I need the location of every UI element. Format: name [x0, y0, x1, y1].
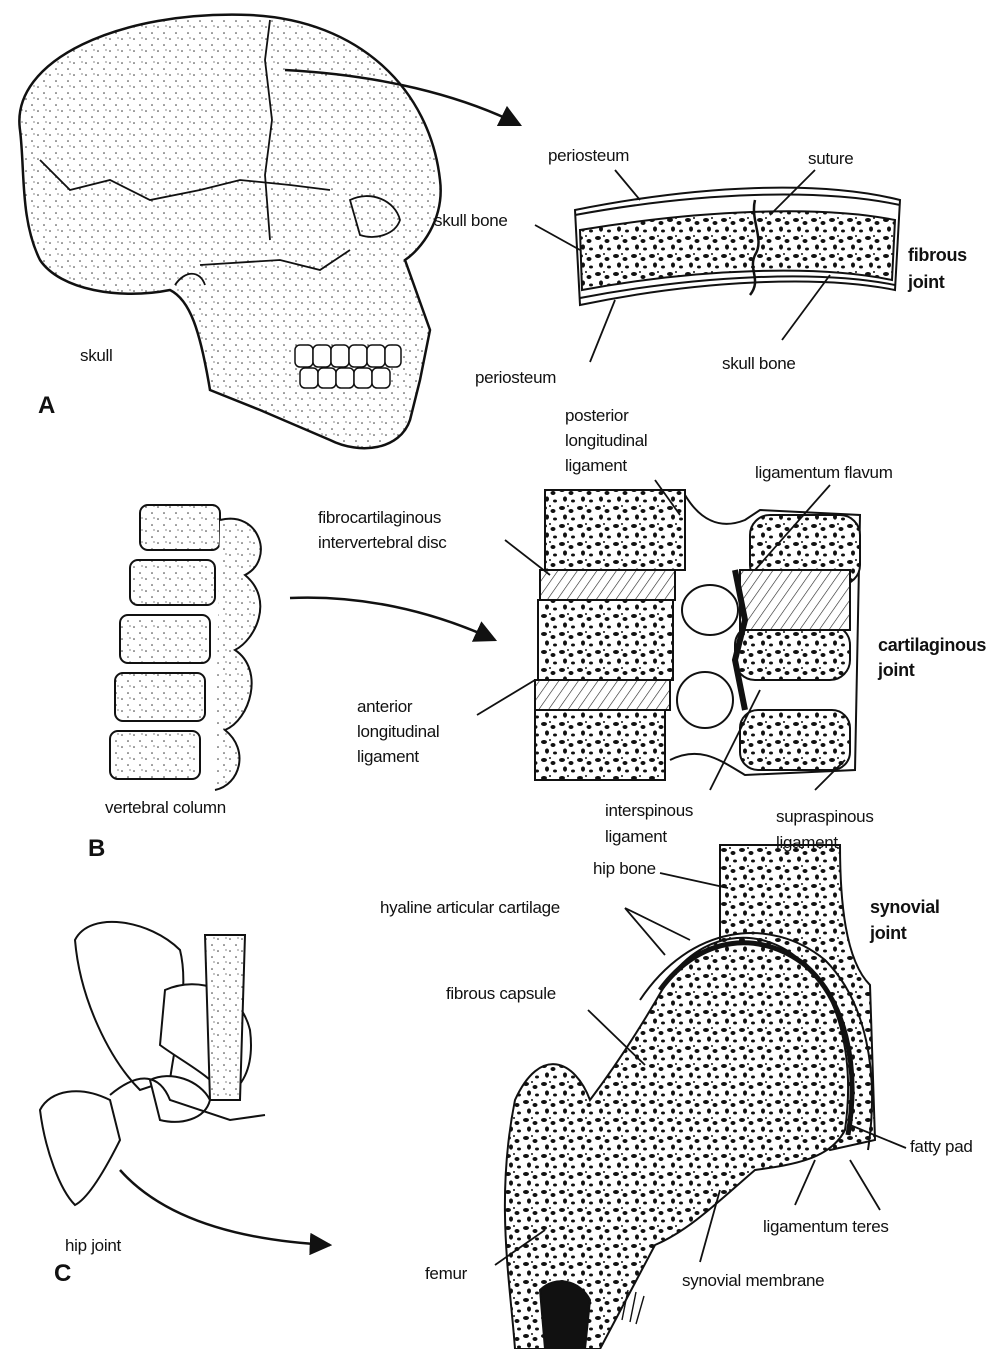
- fibrous-joint-section: [575, 188, 900, 305]
- label-fibrous-joint-line1: fibrous: [908, 245, 967, 266]
- label-ligamentum-flavum: ligamentum flavum: [755, 462, 893, 483]
- label-fibrous-capsule: fibrous capsule: [446, 983, 556, 1004]
- label-synovial-joint-line1: synovial: [870, 897, 940, 918]
- label-femur: femur: [425, 1263, 467, 1284]
- label-interspinous-line1: interspinous: [605, 800, 693, 821]
- label-cartilaginous-joint-line2: joint: [878, 660, 915, 681]
- label-skull: skull: [80, 345, 113, 366]
- panel-label-b: B: [88, 838, 105, 859]
- cartilaginous-joint-section: [535, 490, 860, 780]
- panel-label-c: C: [54, 1263, 71, 1284]
- label-anterior-ligament-line3: ligament: [357, 746, 419, 767]
- label-skull-bone-bottom: skull bone: [722, 353, 796, 374]
- label-fibrous-joint-line2: joint: [908, 272, 945, 293]
- label-synovial-joint-line2: joint: [870, 923, 907, 944]
- arrow-c: [120, 1170, 330, 1245]
- label-periosteum-bottom: periosteum: [475, 367, 556, 388]
- label-anterior-ligament-line2: longitudinal: [357, 721, 439, 742]
- panel-label-a: A: [38, 395, 55, 416]
- label-interspinous-line2: ligament: [605, 826, 667, 847]
- label-synovial-membrane: synovial membrane: [682, 1270, 824, 1291]
- label-ligamentum-teres: ligamentum teres: [763, 1216, 889, 1237]
- hip-joint-drawing: [40, 922, 265, 1205]
- vertebral-column-drawing: [110, 505, 261, 790]
- label-posterior-ligament-line3: ligament: [565, 455, 627, 476]
- label-posterior-ligament-line1: posterior: [565, 405, 628, 426]
- label-skull-bone-left: skull bone: [434, 210, 508, 231]
- label-supraspinous-line1: supraspinous: [776, 806, 874, 827]
- label-periosteum-top: periosteum: [548, 145, 629, 166]
- label-fatty-pad: fatty pad: [910, 1136, 973, 1157]
- label-vertebral-column: vertebral column: [105, 797, 226, 818]
- label-suture: suture: [808, 148, 853, 169]
- label-posterior-ligament-line2: longitudinal: [565, 430, 647, 451]
- label-anterior-ligament-line1: anterior: [357, 696, 412, 717]
- label-disc-line1: fibrocartilaginous: [318, 507, 441, 528]
- label-cartilaginous-joint-line1: cartilaginous: [878, 635, 986, 656]
- label-hyaline-cartilage: hyaline articular cartilage: [380, 897, 560, 918]
- label-hip-bone: hip bone: [593, 858, 656, 879]
- label-disc-line2: intervertebral disc: [318, 532, 446, 553]
- arrow-b: [290, 598, 495, 640]
- label-supraspinous-line2: ligament: [776, 832, 838, 853]
- label-hip-joint: hip joint: [65, 1235, 121, 1256]
